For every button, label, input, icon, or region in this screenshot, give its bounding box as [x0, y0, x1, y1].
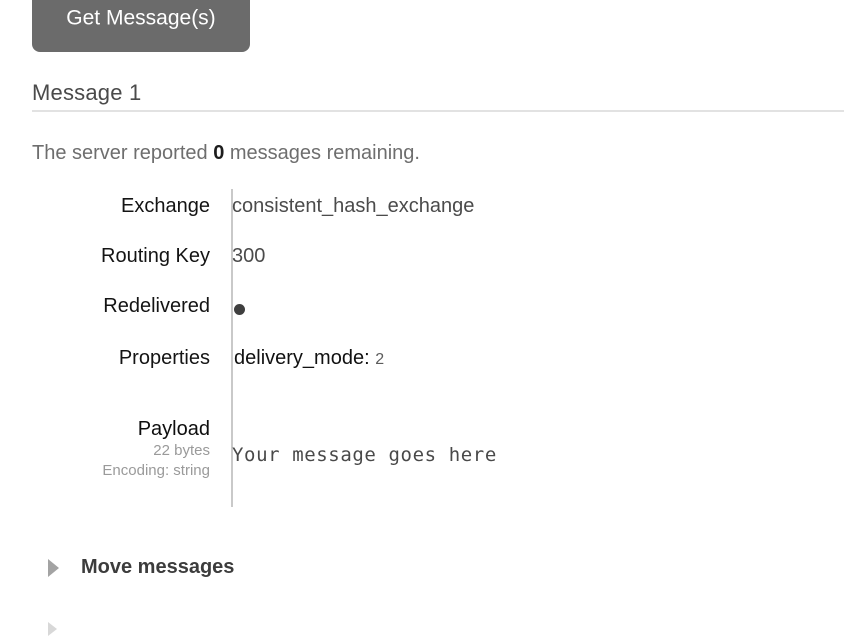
table-row: Properties delivery_mode: 2 — [0, 338, 844, 400]
payload-value: Your message goes here — [210, 400, 844, 468]
collapsible-move-messages[interactable]: Move messages — [48, 556, 234, 579]
exchange-label: Exchange — [121, 195, 210, 217]
table-row: Redelivered — [0, 286, 844, 338]
properties-value: delivery_mode: 2 — [210, 338, 844, 371]
server-report-text: The server reported 0 messages remaining… — [32, 142, 420, 165]
message-details-vertical-divider — [231, 189, 233, 507]
page-title: Message 1 — [32, 80, 142, 105]
table-row: Payload 22 bytes Encoding: string Your m… — [0, 400, 844, 504]
properties-label: Properties — [118, 347, 210, 369]
triangle-right-icon — [48, 622, 57, 636]
redelivered-label: Redelivered — [103, 295, 210, 317]
bullet-dot-icon — [234, 304, 245, 316]
routing-key-label: Routing Key — [101, 245, 210, 267]
table-row: Exchange consistent_hash_exchange — [0, 186, 844, 236]
message-details-table: Exchange consistent_hash_exchange Routin… — [0, 186, 844, 507]
heading-divider — [32, 110, 844, 112]
messages-remaining-count: 0 — [213, 142, 225, 164]
get-messages-button[interactable]: Get Message(s) — [32, 0, 250, 52]
property-key-delivery-mode: delivery_mode: — [234, 347, 370, 369]
triangle-right-icon — [48, 558, 59, 577]
collapsible-move-messages-label: Move messages — [81, 556, 235, 578]
table-row: Routing Key 300 — [0, 236, 844, 286]
payload-body-text: Your message goes here — [232, 444, 497, 466]
payload-label-block: Payload 22 bytes Encoding: string — [0, 400, 210, 482]
payload-label: Payload — [137, 418, 210, 440]
server-report-prefix: The server reported — [32, 142, 214, 164]
exchange-value: consistent_hash_exchange — [232, 195, 475, 217]
payload-size: 22 bytes — [153, 442, 210, 459]
redelivered-value — [210, 286, 844, 319]
get-messages-button-label: Get Message(s) — [66, 6, 216, 30]
server-report-suffix: messages remaining. — [224, 142, 420, 164]
collapsible-next-section[interactable] — [48, 622, 79, 636]
property-value-delivery-mode: 2 — [375, 351, 385, 368]
routing-key-value: 300 — [232, 245, 266, 267]
payload-encoding: Encoding: string — [102, 462, 210, 480]
